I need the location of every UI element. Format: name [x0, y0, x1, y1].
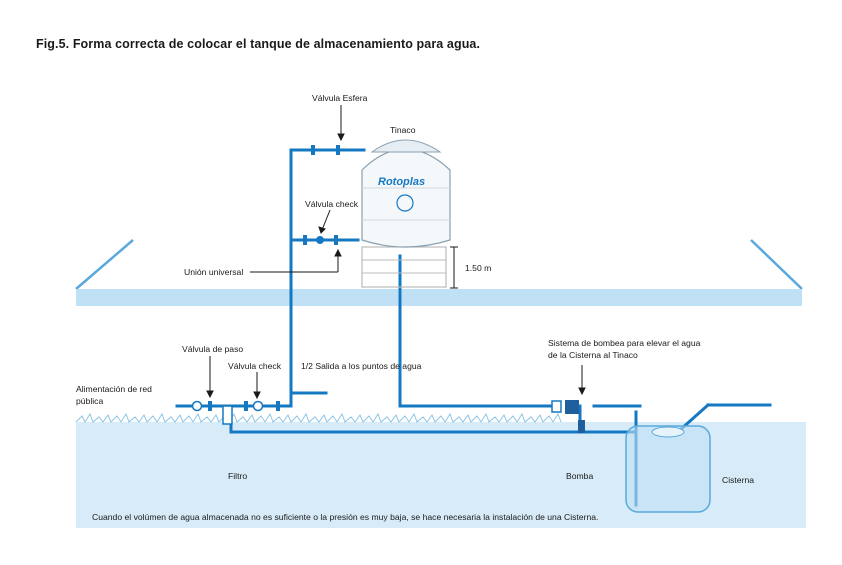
- label-sistema-line2: de la Cisterna al Tinaco: [548, 350, 638, 360]
- valves: [191, 145, 340, 425]
- label-salida: 1/2 Salida a los puntos de agua: [301, 361, 422, 371]
- pump: [551, 400, 585, 433]
- leader-arrows: [206, 105, 586, 400]
- footnote: Cuando el volúmen de agua almacenada no …: [92, 512, 599, 522]
- label-valvula-esfera: Válvula Esfera: [312, 93, 368, 103]
- label-valvula-check-top: Válvula check: [305, 199, 359, 209]
- tank-brand-logo: Rotoplas: [378, 176, 426, 188]
- figure-title: Fig.5. Forma correcta de colocar el tanq…: [36, 37, 481, 51]
- label-cisterna: Cisterna: [722, 475, 754, 485]
- label-sistema-line1: Sistema de bombea para elevar el agua: [548, 338, 701, 348]
- label-height: 1.50 m: [465, 263, 492, 273]
- height-dimension: [450, 246, 458, 289]
- label-alimentacion-line1: Alimentación de red: [76, 384, 152, 394]
- label-sistema-bombeo: Sistema de bombea para elevar el agua de…: [548, 337, 700, 361]
- label-alimentacion: Alimentación de red pública: [76, 383, 152, 407]
- label-tinaco: Tinaco: [390, 125, 416, 135]
- label-bomba: Bomba: [566, 471, 594, 481]
- tinaco-tank: [361, 139, 451, 288]
- label-valvula-paso: Válvula de paso: [182, 344, 244, 354]
- label-union-universal: Unión universal: [184, 267, 244, 277]
- label-valvula-check-bottom: Válvula check: [228, 361, 282, 371]
- label-filtro: Filtro: [228, 471, 248, 481]
- label-alimentacion-line2: pública: [76, 396, 104, 406]
- cistern-tank: [625, 425, 711, 513]
- roof-slab: [75, 239, 803, 306]
